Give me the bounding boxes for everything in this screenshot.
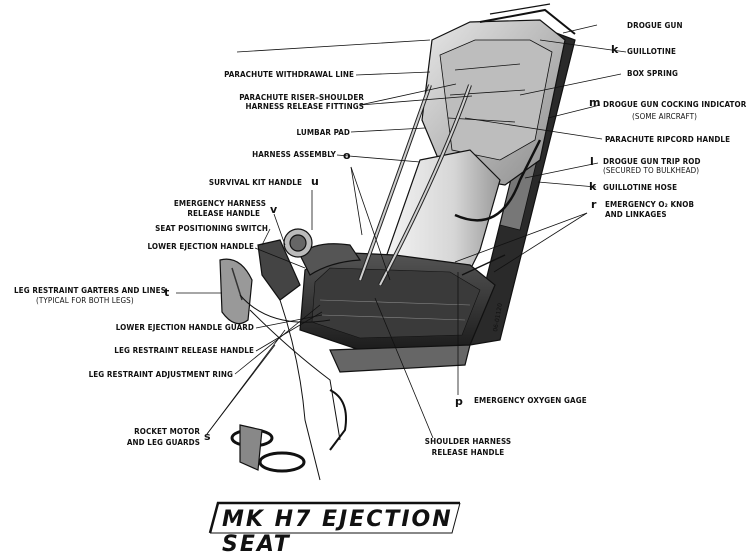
- label-box-spring: BOX SPRING: [627, 69, 678, 78]
- label-o2-line1: EMERGENCY O₂ KNOB: [605, 200, 695, 209]
- label-seat-positioning-switch: SEAT POSITIONING SWITCH: [155, 224, 268, 233]
- diagram-title: MK H7 EJECTION SEAT: [208, 501, 464, 557]
- label-shoulder-release-line2: RELEASE HANDLE: [431, 448, 505, 457]
- key-emergency-harness: v: [270, 203, 278, 216]
- title-frame: [208, 501, 461, 534]
- label-cocking-sub: (SOME AIRCRAFT): [632, 112, 698, 121]
- label-cocking-indicator: DROGUE GUN COCKING INDICATOR: [603, 100, 747, 109]
- seat-frame: [219, 3, 576, 481]
- ejection-seat-illustration: 06-01120: [176, 3, 627, 481]
- diagram-title-text: MK H7 EJECTION SEAT: [222, 507, 453, 557]
- label-guillotine-hose: GUILLOTINE HOSE: [603, 183, 678, 192]
- key-leg-garters: t: [164, 286, 170, 299]
- label-o2-line2: AND LINKAGES: [605, 210, 667, 219]
- label-drogue-gun: DROGUE GUN: [627, 21, 683, 30]
- key-o2: r: [591, 198, 597, 211]
- key-guillotine-hose: k: [589, 180, 597, 193]
- key-cocking-indicator: m: [589, 96, 601, 109]
- label-emergency-harness-line2: RELEASE HANDLE: [187, 209, 260, 218]
- label-guillotine: GUILLOTINE: [627, 47, 676, 56]
- key-survival: u: [311, 175, 319, 188]
- label-leg-garters-line2: (TYPICAL FOR BOTH LEGS): [36, 296, 134, 305]
- label-lower-handle-guard: LOWER EJECTION HANDLE GUARD: [115, 323, 254, 332]
- key-oxygen-gage: p: [455, 395, 463, 408]
- label-rocket-line1: ROCKET MOTOR: [134, 427, 200, 436]
- label-parachute-withdrawal-line: PARACHUTE WITHDRAWAL LINE: [224, 70, 354, 79]
- label-oxygen-gage: EMERGENCY OXYGEN GAGE: [474, 396, 587, 405]
- key-harness: o: [343, 149, 351, 162]
- label-trip-rod: DROGUE GUN TRIP ROD: [603, 157, 701, 166]
- key-guillotine: k: [611, 43, 619, 56]
- key-rocket: s: [204, 430, 211, 443]
- label-leg-garters-line1: LEG RESTRAINT GARTERS AND LINES: [14, 286, 166, 295]
- label-ripcord-handle: PARACHUTE RIPCORD HANDLE: [605, 135, 731, 144]
- leader-lines: [176, 24, 627, 439]
- key-trip-rod: l: [590, 155, 594, 168]
- label-lumbar-pad: LUMBAR PAD: [296, 128, 350, 137]
- label-emergency-harness-line1: EMERGENCY HARNESS: [173, 199, 266, 208]
- label-harness-assembly: HARNESS ASSEMBLY: [252, 150, 336, 159]
- drawing-number: 06-01120: [492, 303, 504, 333]
- label-rocket-line2: AND LEG GUARDS: [126, 438, 200, 447]
- label-leg-release-handle: LEG RESTRAINT RELEASE HANDLE: [114, 346, 254, 355]
- label-shoulder-release-line1: SHOULDER HARNESS: [424, 437, 512, 446]
- label-trip-rod-sub: (SECURED TO BULKHEAD): [603, 166, 700, 175]
- label-lower-ejection-handle: LOWER EJECTION HANDLE: [147, 242, 254, 251]
- label-riser-line1: PARACHUTE RISER–SHOULDER: [239, 93, 364, 102]
- label-leg-adjustment-ring: LEG RESTRAINT ADJUSTMENT RING: [88, 370, 233, 379]
- label-riser-line2: HARNESS RELEASE FITTINGS: [245, 102, 364, 111]
- label-survival-kit-handle: SURVIVAL KIT HANDLE: [208, 178, 302, 187]
